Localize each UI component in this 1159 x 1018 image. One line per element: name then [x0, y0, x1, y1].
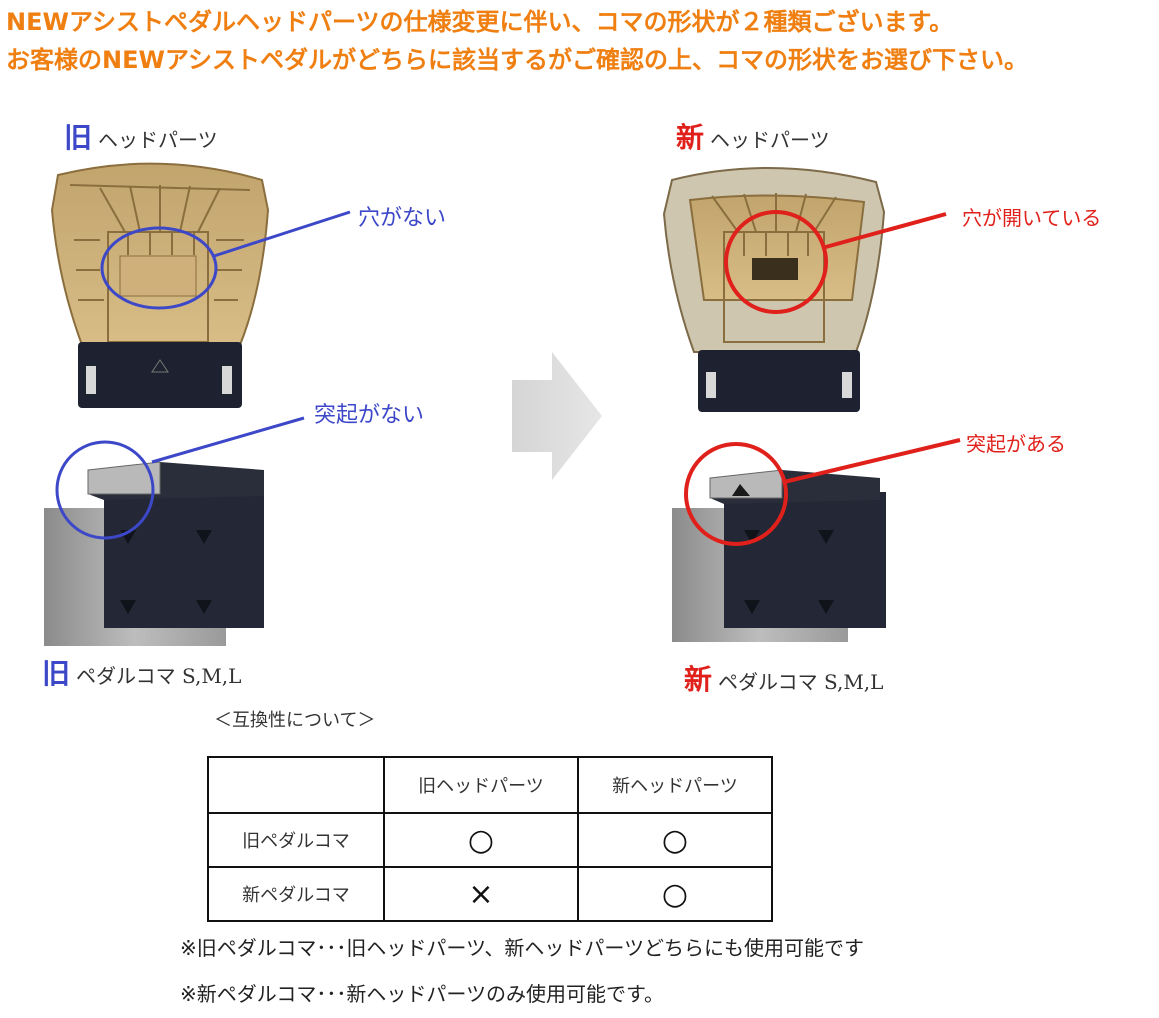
circle-mark: ○ [467, 822, 495, 858]
new-pedal-koma-image [672, 469, 886, 642]
table-cell-mark: ○ [383, 812, 579, 868]
new-pedal-label-text: ペダルコマ S,M,L [718, 670, 884, 694]
new-tag: 新 [684, 663, 713, 696]
new-hole-callout: 穴が開いている [962, 206, 1102, 230]
old-head-part-image [50, 162, 270, 408]
circle-mark: ○ [661, 876, 689, 912]
note-new-pedal: ※新ペダルコマ･･･新ヘッドパーツのみ使用可能です。 [180, 982, 664, 1006]
table-col-new-head: 新ヘッドパーツ [577, 756, 773, 814]
old-highlights [55, 210, 351, 540]
new-highlights [684, 210, 961, 546]
table-cell-mark: ○ [577, 866, 773, 922]
old-pedal-label-text: ペダルコマ S,M,L [76, 664, 242, 688]
old-tag: 旧 [42, 657, 71, 690]
old-bump-callout: 突起がない [314, 403, 425, 428]
new-head-label: 新 ヘッドパーツ [676, 116, 830, 156]
old-head-label: 旧 ヘッドパーツ [64, 116, 218, 156]
old-pedal-koma-image [44, 461, 264, 646]
old-pedal-label: 旧 ペダルコマ S,M,L [42, 652, 241, 692]
table-col-old-head: 旧ヘッドパーツ [383, 756, 579, 814]
note-old-pedal: ※旧ペダルコマ･･･旧ヘッドパーツ、新ヘッドパーツどちらにも使用可能です [180, 936, 864, 960]
old-hole-callout: 穴がない [358, 206, 447, 231]
cross-mark: × [468, 876, 494, 912]
circle-mark: ○ [661, 822, 689, 858]
table-corner-cell [207, 756, 385, 814]
headline-line-1: NEWアシストペダルヘッドパーツの仕様変更に伴い、コマの形状が２種類ございます。 [6, 8, 954, 36]
old-tag: 旧 [64, 121, 93, 154]
compat-table: 旧ヘッドパーツ 新ヘッドパーツ 旧ペダルコマ ○ ○ 新ペダルコマ × ○ [207, 756, 773, 922]
table-row: 旧ペダルコマ ○ ○ [207, 812, 773, 868]
table-row: 新ペダルコマ × ○ [207, 866, 773, 922]
headline-line-2: お客様のNEWアシストペダルがどちらに該当するがご確認の上、コマの形状をお選び下… [6, 46, 1028, 74]
new-bump-callout: 突起がある [966, 432, 1066, 456]
table-row-label: 旧ペダルコマ [207, 812, 385, 868]
new-head-part-image [662, 166, 886, 412]
new-head-label-text: ヘッドパーツ [710, 128, 830, 152]
compat-title: ＜互換性について＞ [214, 710, 376, 731]
right-arrow-icon [512, 352, 602, 480]
new-tag: 新 [676, 121, 705, 154]
table-cell-mark: × [383, 866, 579, 922]
table-header-row: 旧ヘッドパーツ 新ヘッドパーツ [207, 756, 773, 814]
new-pedal-label: 新 ペダルコマ S,M,L [684, 658, 883, 698]
table-row-label: 新ペダルコマ [207, 866, 385, 922]
table-cell-mark: ○ [577, 812, 773, 868]
old-head-label-text: ヘッドパーツ [98, 128, 218, 152]
